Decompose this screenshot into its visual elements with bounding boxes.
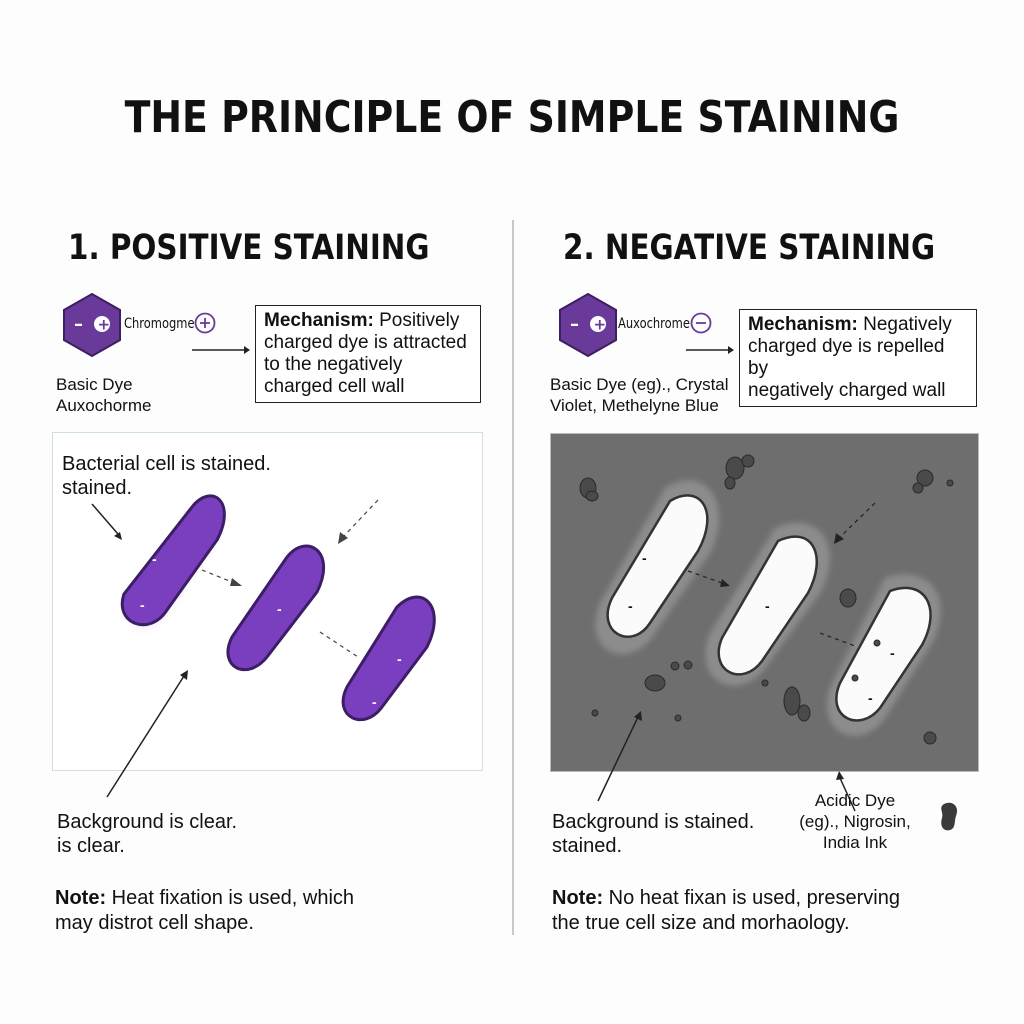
mechanism-text: charged cell wall — [264, 376, 405, 397]
svg-text:-: - — [372, 694, 377, 710]
svg-text:-: - — [765, 598, 770, 614]
negative-cells-illustration: - - - - - — [579, 454, 954, 812]
purple-bacterium-cell: - - — [341, 595, 436, 721]
page-title: THE PRINCIPLE OF SIMPLE STAINING — [124, 92, 900, 143]
svg-text:-: - — [642, 550, 647, 566]
svg-text:-: - — [628, 598, 633, 614]
positive-cells-illustration: - - - - - — [91, 494, 436, 798]
svg-text:-: - — [277, 601, 282, 617]
caption-line: India Ink — [822, 833, 888, 852]
white-bacterium-cell: - - — [606, 494, 709, 638]
mechanism-text: to the negatively — [264, 354, 403, 375]
caption-line: Acidic Dye — [814, 791, 896, 810]
negative-dye-label: Auxochrome — [618, 316, 690, 332]
negative-charge-icon — [690, 312, 712, 334]
svg-text:-: - — [140, 597, 145, 613]
purple-bacterium-cell: - - — [120, 494, 226, 627]
svg-text:-: - — [890, 645, 895, 661]
purple-bacterium-cell: - — [226, 544, 325, 671]
ink-drop-icon — [941, 802, 958, 831]
mechanism-text: charged dye is repelled by — [748, 336, 945, 379]
column-divider — [512, 220, 514, 935]
negative-dye-caption-line: Basic Dye (eg)., Crystal — [550, 375, 729, 394]
svg-text:+: + — [594, 316, 607, 334]
caption-line: stained. — [552, 835, 623, 857]
positive-charge-icon — [194, 312, 216, 334]
svg-text:-: - — [868, 690, 873, 706]
positive-dye-caption-line: Basic Dye — [56, 375, 133, 394]
caption-line: is clear. — [57, 835, 125, 857]
positive-cell-caption: Bacterial cell is stained. stained. — [62, 452, 271, 500]
mechanism-text: charged dye is attracted — [264, 332, 467, 353]
note-text: the true cell size and morhaology. — [552, 912, 850, 934]
svg-text:-: - — [397, 651, 402, 667]
negative-mechanism-arrow-icon — [686, 346, 734, 354]
negative-dye-caption: Basic Dye (eg)., Crystal Violet, Methely… — [550, 374, 729, 416]
mechanism-label: Mechanism: — [748, 314, 858, 335]
svg-text:+: + — [98, 316, 111, 334]
caption-line: stained. — [62, 477, 133, 499]
caption-line: Background is clear. — [57, 811, 238, 833]
positive-dye-label: Chromogme — [124, 316, 195, 332]
svg-text:-: - — [152, 551, 157, 567]
caption-line: (eg)., Nigrosin, — [799, 812, 911, 831]
mechanism-text: Positively — [379, 310, 460, 331]
auxochrome-hexagon-icon: – + — [559, 292, 617, 358]
positive-heading: 1. POSITIVE STAINING — [68, 228, 430, 268]
negative-background-caption: Background is stained. stained. — [552, 810, 754, 858]
note-text: Heat fixation is used, which — [111, 887, 355, 909]
negative-mechanism-box: Mechanism: Negatively charged dye is rep… — [739, 309, 977, 407]
caption-line: Bacterial cell is stained. — [62, 453, 271, 475]
svg-text:–: – — [74, 314, 83, 335]
mechanism-text: Negatively — [863, 314, 952, 335]
caption-line: Background is stained. — [552, 811, 755, 833]
negative-dye-caption-line: Violet, Methelyne Blue — [550, 396, 719, 415]
positive-mechanism-arrow-icon — [192, 346, 250, 354]
positive-dye-caption: Basic Dye Auxochorme — [56, 374, 151, 416]
positive-dye-caption-line: Auxochorme — [56, 396, 152, 415]
note-text: No heat fixan is used, preserving — [608, 887, 900, 909]
chromogen-hexagon-icon: – + — [63, 292, 121, 358]
note-label: Note: — [552, 887, 604, 909]
negative-heading: 2. NEGATIVE STAINING — [563, 228, 936, 268]
mechanism-text: negatively charged wall — [748, 380, 946, 401]
white-bacterium-cell: - — [717, 535, 818, 676]
svg-text:–: – — [570, 314, 579, 335]
white-bacterium-cell: - - — [835, 586, 932, 722]
negative-note: Note: No heat fixan is used, preserving … — [552, 886, 900, 936]
positive-background-caption: Background is clear. is clear. — [57, 810, 237, 858]
positive-note: Note: Heat fixation is used, which may d… — [55, 886, 354, 936]
mechanism-label: Mechanism: — [264, 310, 374, 331]
note-text: may distrot cell shape. — [55, 912, 254, 934]
acidic-dye-caption: Acidic Dye (eg)., Nigrosin, India Ink — [790, 790, 920, 853]
positive-mechanism-box: Mechanism: Positively charged dye is att… — [255, 305, 481, 403]
note-label: Note: — [55, 887, 107, 909]
